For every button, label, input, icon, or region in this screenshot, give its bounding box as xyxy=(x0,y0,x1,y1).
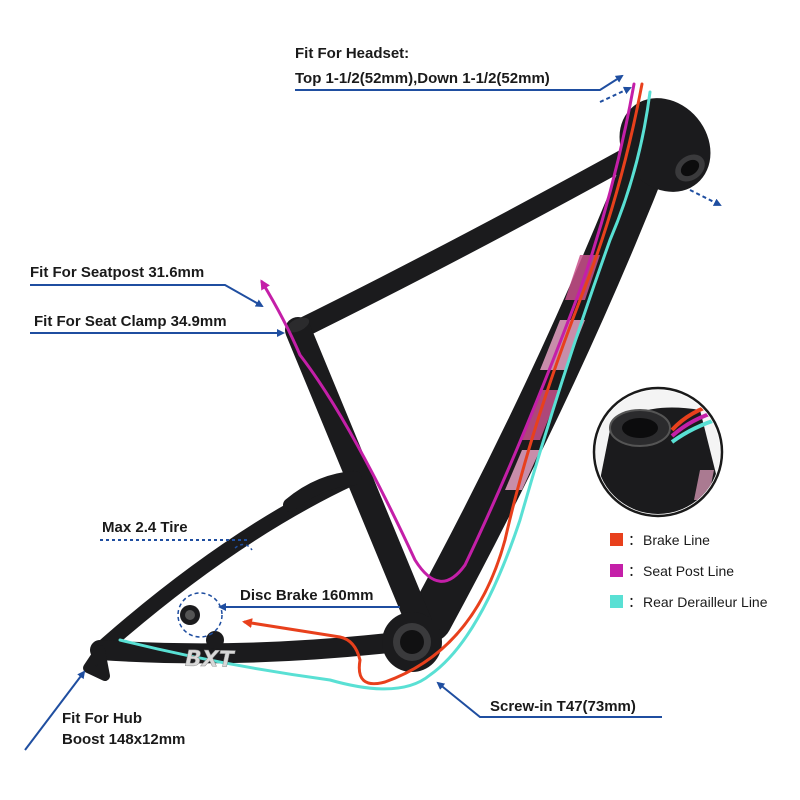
cable-entry-detail xyxy=(592,386,724,518)
legend-swatch-brake xyxy=(610,533,623,546)
hub-leader xyxy=(24,670,86,751)
rear-dropout xyxy=(83,645,110,681)
brake-mount xyxy=(180,605,224,649)
cable-routing xyxy=(118,82,652,691)
headset-label-line2: Top 1-1/2(52mm),Down 1-1/2(52mm) xyxy=(295,70,550,87)
hub-label-line2: Boost 148x12mm xyxy=(62,731,185,748)
brake-line xyxy=(242,82,644,686)
seatpost-leader xyxy=(30,284,264,307)
labels: Fit For Headset: Top 1-1/2(52mm),Down 1-… xyxy=(30,45,636,748)
seatpost-label: Fit For Seatpost 31.6mm xyxy=(30,264,204,281)
disc-brake-highlight xyxy=(177,592,223,638)
legend-swatch-seatpost xyxy=(610,564,623,577)
chain-stay xyxy=(90,630,425,664)
headset-arrows xyxy=(599,86,722,206)
seatpost-line xyxy=(260,82,636,583)
legend-separator: ： xyxy=(628,563,642,579)
carbon-frame xyxy=(83,98,711,681)
legend-item-seatpost: ： Seat Post Line xyxy=(610,563,734,579)
frame-logo: BXT xyxy=(185,647,236,673)
legend-separator: ： xyxy=(628,532,642,548)
legend-separator: ： xyxy=(628,594,642,610)
seat-tube-top xyxy=(286,317,310,333)
stay-brace xyxy=(283,471,362,512)
legend-label-brake: Brake Line xyxy=(643,532,710,548)
legend-item-brake: ： Brake Line xyxy=(610,532,710,548)
legend-swatch-derailleur xyxy=(610,595,623,608)
headset-label-line1: Fit For Headset: xyxy=(295,45,409,62)
legend: ： Brake Line ： Seat Post Line ： Rear Der… xyxy=(610,532,768,610)
bottom-bracket-label: Screw-in T47(73mm) xyxy=(490,698,636,715)
tire-label: Max 2.4 Tire xyxy=(102,519,188,536)
tire-clearance-mark xyxy=(234,543,253,551)
derailleur-line xyxy=(118,90,652,691)
seat-clamp-label: Fit For Seat Clamp 34.9mm xyxy=(34,313,227,330)
legend-item-derailleur: ： Rear Derailleur Line xyxy=(610,594,768,610)
hub-label-line1: Fit For Hub xyxy=(62,710,142,727)
bottom-bracket-shell xyxy=(382,612,442,672)
bb-leader xyxy=(436,681,662,718)
seat-stay xyxy=(92,470,360,658)
legend-label-seatpost: Seat Post Line xyxy=(643,563,734,579)
head-tube xyxy=(619,98,711,192)
headset-leader xyxy=(295,74,624,91)
top-tube xyxy=(288,135,660,340)
disc-brake-label: Disc Brake 160mm xyxy=(240,587,373,604)
callout-leaders xyxy=(24,74,662,751)
legend-label-derailleur: Rear Derailleur Line xyxy=(643,594,768,610)
